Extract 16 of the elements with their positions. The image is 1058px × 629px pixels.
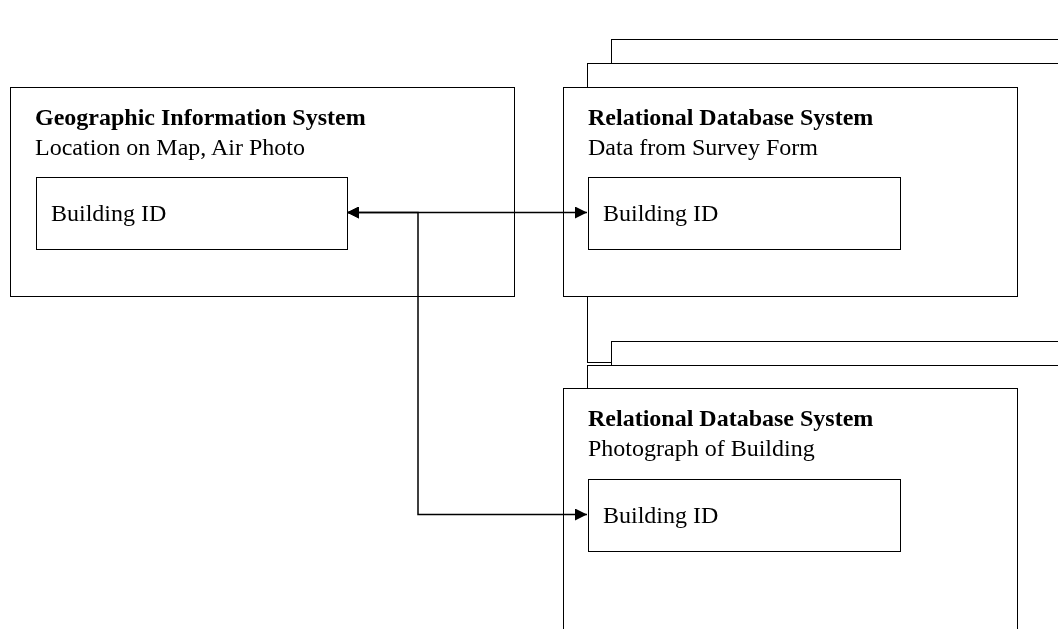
box-label: Building ID (51, 200, 167, 227)
system-description: Photograph of Building (588, 434, 816, 463)
building-id-box (588, 479, 901, 552)
building-id-box (36, 177, 348, 250)
system-title: Geographic Information System (35, 103, 367, 132)
box-label: Building ID (603, 502, 719, 529)
box-label: Building ID (603, 200, 719, 227)
system-title: Relational Database System (588, 103, 875, 132)
system-box (563, 388, 1018, 629)
connector-arrow (346, 206, 588, 521)
system-description: Location on Map, Air Photo (35, 133, 306, 162)
system-title: Relational Database System (588, 404, 875, 433)
system-description: Data from Survey Form (588, 133, 819, 162)
building-id-box (588, 177, 901, 250)
system-box (563, 87, 1018, 297)
system-box (10, 87, 515, 297)
